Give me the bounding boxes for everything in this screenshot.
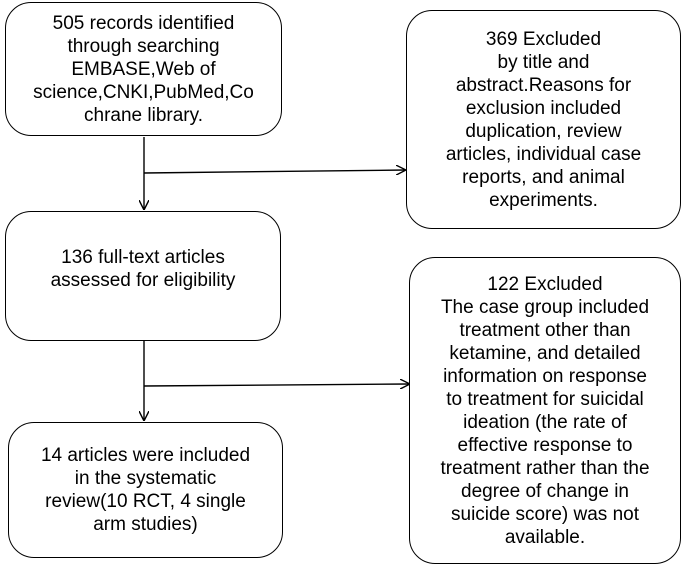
included-studies-text: 14 articles were included in the systema…	[40, 445, 251, 535]
excluded-full-text-text: 122 Excluded The case group included tre…	[440, 273, 650, 548]
included-studies-box: 14 articles were included in the systema…	[8, 422, 283, 558]
records-identified-box: 505 records identified through searching…	[5, 2, 282, 136]
arrow-to-excluded-second	[143, 384, 409, 386]
arrow-to-excluded-first	[143, 170, 405, 173]
excluded-title-abstract-text: 369 Excluded by title and abstract.Reaso…	[445, 28, 642, 211]
excluded-title-abstract-box: 369 Excluded by title and abstract.Reaso…	[406, 10, 681, 229]
records-identified-text: 505 records identified through searching…	[33, 12, 254, 126]
full-text-assessed-text: 136 full-text articles assessed for elig…	[50, 247, 236, 291]
full-text-assessed-box: 136 full-text articles assessed for elig…	[5, 211, 281, 341]
excluded-full-text-box: 122 Excluded The case group included tre…	[409, 257, 681, 564]
